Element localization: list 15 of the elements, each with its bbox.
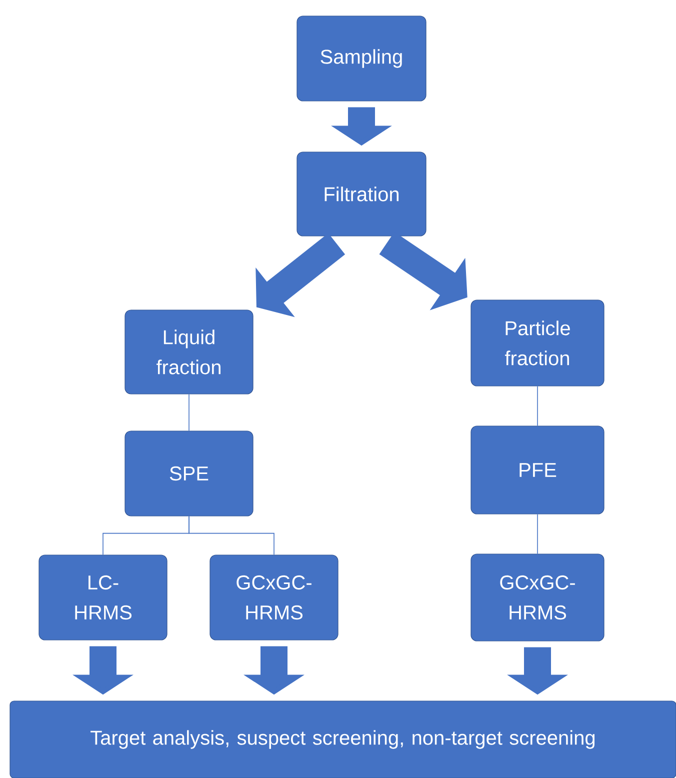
process-box: SPE [124, 430, 254, 516]
connector-line [537, 514, 538, 554]
connector-line [188, 394, 190, 432]
process-box: Filtration [296, 152, 426, 236]
result-banner: Target analysis, suspect screening, non-target screening [10, 700, 676, 778]
connector-line [537, 386, 538, 426]
process-box: LC- HRMS [38, 554, 168, 640]
process-box: Particle fraction [470, 300, 604, 386]
process-box: Sampling [296, 16, 426, 102]
process-box: GCxGC- HRMS [210, 554, 338, 640]
block-arrow [256, 233, 346, 318]
process-box: PFE [470, 426, 604, 514]
connector-line [188, 516, 274, 556]
process-box: Liquid fraction [124, 310, 254, 394]
process-box: GCxGC- HRMS [470, 554, 604, 642]
